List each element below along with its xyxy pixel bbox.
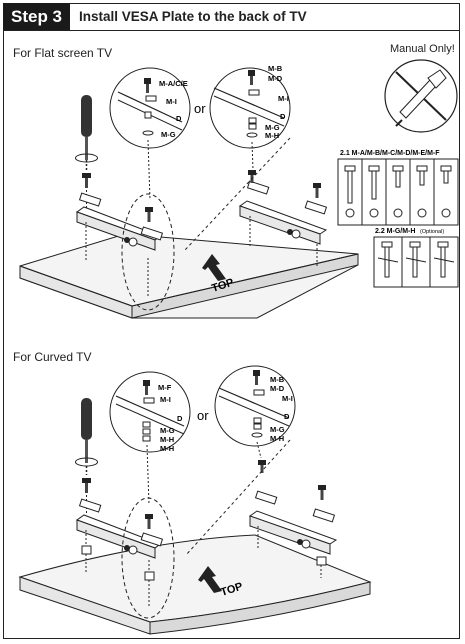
flat-top-arrow: [202, 254, 226, 281]
callout-label: M-B: [270, 375, 285, 384]
screw-legend-row1: [337, 158, 459, 226]
curved-or-text: or: [197, 408, 209, 423]
curved-top-arrow: [198, 566, 222, 593]
callout-label: M-F: [158, 383, 172, 392]
callout-label: M-H: [270, 434, 284, 443]
callout-label: M-H: [160, 435, 174, 444]
flat-left-bracket: [75, 192, 164, 251]
curved-callout-left: [109, 371, 191, 506]
callout-label: D: [177, 414, 183, 423]
callout-label: M-A/C/E: [159, 79, 188, 88]
manual-only-icon: [384, 59, 458, 133]
flat-callout-left: [109, 67, 191, 201]
flat-tv-panel: [19, 233, 359, 319]
curved-screwdriver-icon: [75, 398, 98, 475]
curved-screw-icon: [258, 460, 326, 500]
manual-only-label: Manual Only!: [390, 43, 455, 55]
callout-label: M-H: [265, 131, 279, 140]
callout-label: M-G: [160, 426, 175, 435]
flat-right-bracket: [238, 180, 328, 245]
callout-label: M-H: [160, 444, 174, 453]
callout-label: M-I: [278, 94, 289, 103]
callout-label: M-I: [160, 395, 171, 404]
callout-label: M-D: [268, 74, 283, 83]
legend-row2-note: (Optional): [420, 229, 444, 235]
callout-label: M-G: [161, 130, 176, 139]
curved-callout-right: [185, 365, 296, 556]
screw-legend-row2: [373, 236, 459, 288]
callout-label: M-D: [270, 384, 285, 393]
page-frame: [3, 3, 460, 639]
curved-section-label: For Curved TV: [13, 350, 92, 364]
curved-tv-panel: [18, 534, 372, 635]
curved-right-bracket: [248, 490, 338, 566]
curved-left-bracket: [75, 498, 164, 581]
curved-screw-icon: [145, 514, 153, 529]
flat-screwdriver-icon: [75, 95, 98, 170]
step-label: Step 3: [3, 3, 71, 30]
callout-label: D: [284, 412, 290, 421]
step-header: Step 3 Install VESA Plate to the back of…: [3, 3, 460, 31]
curved-highlight-ellipse: [121, 497, 175, 619]
flat-or-text: or: [194, 101, 206, 116]
callout-label: M-G: [270, 425, 285, 434]
legend-row1-title: 2.1 M-A/M-B/M-C/M-D/M-E/M-F: [340, 150, 440, 157]
legend-row2-title: 2.2 M-G/M-H: [375, 228, 415, 235]
callout-label: M-I: [282, 394, 293, 403]
callout-label: M-B: [268, 64, 283, 73]
flat-screw-icon: [145, 207, 153, 222]
flat-callout-right: [184, 67, 291, 251]
flat-highlight-ellipse: [121, 193, 175, 311]
callout-label: D: [280, 112, 286, 121]
flat-section-label: For Flat screen TV: [13, 46, 113, 60]
step-title: Install VESA Plate to the back of TV: [79, 9, 307, 24]
callout-label: M-G: [265, 123, 280, 132]
callout-label: M-I: [166, 97, 177, 106]
callout-label: D: [176, 114, 182, 123]
